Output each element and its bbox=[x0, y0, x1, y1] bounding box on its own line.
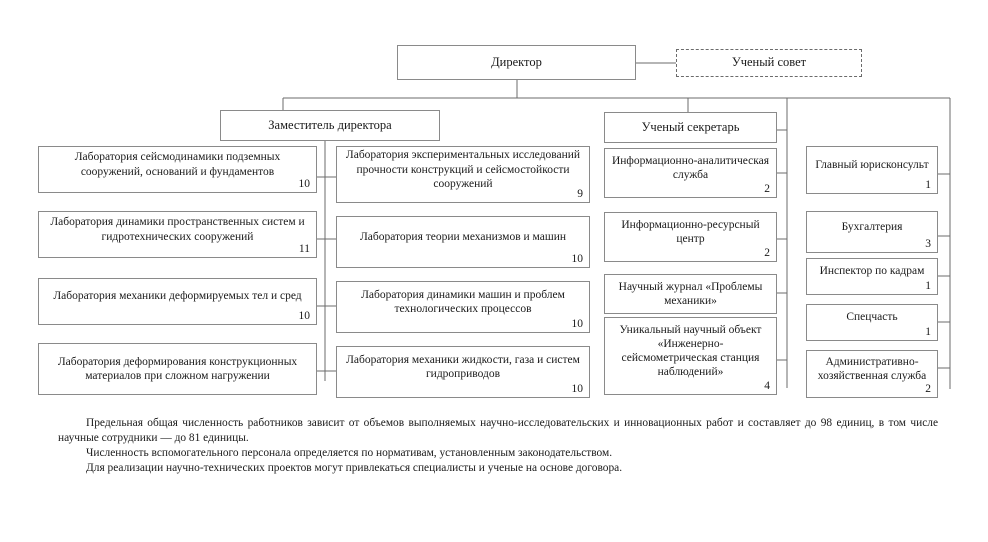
node-lab-theory-mechanisms[interactable]: Лаборатория теории механизмов и машин 10 bbox=[336, 216, 590, 268]
node-label: Лаборатория теории механизмов и машин bbox=[359, 230, 567, 243]
node-special-department[interactable]: Спецчасть 1 bbox=[806, 304, 938, 341]
node-label: Главный юрисконсульт bbox=[815, 158, 929, 171]
node-lab-machine-dynamics[interactable]: Лаборатория динамики машин и проблем тех… bbox=[336, 281, 590, 333]
node-label: Директор bbox=[491, 54, 542, 69]
notes-block: Предельная общая численность работников … bbox=[58, 416, 938, 476]
node-label: Информационно-аналитическая служба bbox=[611, 154, 770, 181]
node-label: Заместитель директора bbox=[268, 117, 392, 132]
node-lab-seismodynamics[interactable]: Лаборатория сейсмодинамики подземных соо… bbox=[38, 146, 317, 193]
node-scientific-journal[interactable]: Научный журнал «Проблемы механики» bbox=[604, 274, 777, 314]
node-count: 1 bbox=[925, 280, 931, 293]
node-count: 10 bbox=[571, 383, 584, 396]
node-count: 11 bbox=[298, 243, 310, 256]
node-label: Административно-хозяйственная служба bbox=[817, 355, 927, 382]
node-count: 2 bbox=[764, 247, 770, 260]
node-count: 10 bbox=[298, 310, 311, 323]
node-count: 10 bbox=[571, 318, 584, 331]
node-count: 10 bbox=[298, 178, 311, 191]
node-director[interactable]: Директор bbox=[397, 45, 636, 80]
node-scientific-secretary[interactable]: Ученый секретарь bbox=[604, 112, 777, 143]
node-label: Лаборатория механики жидкости, газа и си… bbox=[346, 353, 580, 380]
node-unique-scientific-object[interactable]: Уникальный научный объект «Инженерно-сей… bbox=[604, 317, 777, 395]
node-count: 1 bbox=[925, 179, 931, 192]
node-count: 2 bbox=[764, 183, 770, 196]
node-deputy-director[interactable]: Заместитель директора bbox=[220, 110, 440, 141]
node-label: Информационно-ресурсный центр bbox=[621, 218, 760, 245]
node-label: Инспектор по кадрам bbox=[819, 265, 925, 278]
node-lab-deformation-materials[interactable]: Лаборатория деформирования конструкционн… bbox=[38, 343, 317, 395]
node-label: Лаборатория динамики пространственных си… bbox=[50, 216, 305, 243]
node-count: 3 bbox=[925, 238, 931, 251]
node-label: Ученый совет bbox=[731, 55, 807, 70]
node-chief-legal-counsel[interactable]: Главный юрисконсульт 1 bbox=[806, 146, 938, 194]
node-lab-spatial-dynamics[interactable]: Лаборатория динамики пространственных си… bbox=[38, 211, 317, 258]
node-label: Спецчасть bbox=[846, 311, 898, 324]
node-count: 1 bbox=[925, 326, 931, 339]
node-count: 9 bbox=[577, 188, 583, 201]
node-label: Лаборатория экспериментальных исследован… bbox=[345, 149, 581, 190]
note-paragraph-3: Для реализации научно-технических проект… bbox=[86, 462, 623, 475]
node-information-resource-center[interactable]: Информационно-ресурсный центр 2 bbox=[604, 212, 777, 262]
node-count: 4 bbox=[764, 380, 770, 393]
node-label: Ученый секретарь bbox=[641, 119, 740, 134]
node-label: Лаборатория динамики машин и проблем тех… bbox=[361, 288, 565, 315]
node-hr-inspector[interactable]: Инспектор по кадрам 1 bbox=[806, 258, 938, 295]
node-administrative-service[interactable]: Административно-хозяйственная служба 2 bbox=[806, 350, 938, 398]
node-lab-fluid-gas-mechanics[interactable]: Лаборатория механики жидкости, газа и си… bbox=[336, 346, 590, 398]
node-lab-experimental-strength[interactable]: Лаборатория экспериментальных исследован… bbox=[336, 146, 590, 203]
node-label: Научный журнал «Проблемы механики» bbox=[618, 280, 763, 307]
node-count: 2 bbox=[925, 383, 931, 396]
note-paragraph-2: Численность вспомогательного персонала о… bbox=[86, 447, 613, 460]
node-label: Уникальный научный объект «Инженерно-сей… bbox=[619, 323, 762, 379]
node-label: Лаборатория механики деформируемых тел и… bbox=[53, 290, 302, 303]
node-label: Лаборатория сейсмодинамики подземных соо… bbox=[74, 151, 281, 178]
node-scientific-council[interactable]: Ученый совет bbox=[676, 49, 862, 77]
node-accounting[interactable]: Бухгалтерия 3 bbox=[806, 211, 938, 253]
note-paragraph-1: Предельная общая численность работников … bbox=[58, 417, 938, 445]
node-information-analytical-service[interactable]: Информационно-аналитическая служба 2 bbox=[604, 148, 777, 198]
node-label: Лаборатория деформирования конструкционн… bbox=[57, 355, 298, 382]
node-lab-deformable-mechanics[interactable]: Лаборатория механики деформируемых тел и… bbox=[38, 278, 317, 325]
node-label: Бухгалтерия bbox=[841, 220, 903, 233]
node-count: 10 bbox=[571, 253, 584, 266]
